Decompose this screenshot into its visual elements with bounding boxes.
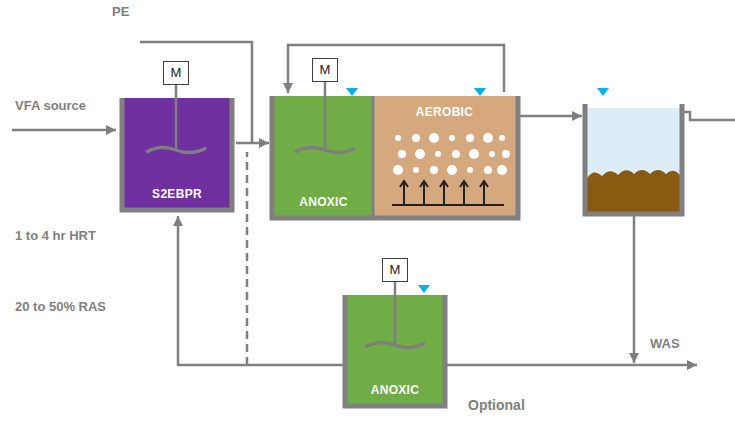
- stream-label: VFA source: [15, 98, 86, 113]
- flow-line: [236, 142, 269, 145]
- tank-fill: [124, 98, 230, 208]
- air-bubble: [435, 151, 441, 157]
- air-bubble: [429, 133, 439, 143]
- mixer-shaft: [324, 96, 327, 150]
- air-bubble: [467, 167, 473, 173]
- air-bubble: [449, 135, 455, 141]
- mixer-motor: M: [163, 61, 189, 85]
- air-bubbles: [393, 133, 510, 175]
- mixer-shaft: [175, 98, 178, 150]
- mixed-liquor-line: [520, 115, 582, 118]
- air-bubble: [499, 135, 505, 141]
- air-bubble: [483, 133, 493, 143]
- tank-fill: [347, 295, 443, 404]
- flow-line: [288, 45, 504, 93]
- air-bubble: [502, 150, 510, 158]
- air-bubble: [497, 165, 507, 175]
- clarifier-water: [587, 108, 680, 212]
- ras-line: [177, 216, 180, 366]
- node-label: AEROBIC: [416, 106, 473, 120]
- underflow-line: [633, 216, 636, 363]
- node-label: ANOXIC: [299, 196, 347, 210]
- water-level: [597, 88, 609, 96]
- air-bubble: [469, 149, 479, 159]
- anoxic-zone: ANOXIC: [274, 96, 373, 216]
- air-bubble: [484, 166, 492, 174]
- mixer-impeller: [146, 147, 206, 152]
- stream-label: WAS: [650, 336, 680, 351]
- node-label: ANOXIC: [371, 384, 419, 398]
- node-label: M: [171, 66, 182, 81]
- mixer-shaft: [394, 295, 397, 345]
- sludge-blanket: [587, 170, 680, 212]
- node-label: S2EBPR: [152, 188, 202, 202]
- air-arrow: [440, 181, 448, 204]
- air-bubble: [413, 167, 419, 173]
- vfa-line: [12, 129, 116, 132]
- mixer-motor: M: [312, 58, 338, 82]
- diffuser-header: [392, 204, 504, 206]
- s2ebpr-tank: S2EBPR: [124, 98, 230, 208]
- air-bubble: [489, 151, 495, 157]
- tank-fill: [274, 96, 373, 216]
- water-level: [346, 88, 358, 96]
- tank-wall: [122, 98, 232, 210]
- mixer-shaft: [324, 82, 327, 96]
- air-bubble: [395, 135, 401, 141]
- air-bubble: [466, 134, 474, 142]
- ras-note: 20 to 50% RAS: [15, 299, 106, 314]
- optional-note: Optional: [468, 397, 525, 413]
- tank-baffle: [372, 96, 375, 216]
- air-arrows: [400, 181, 488, 204]
- clarifier-wall: [585, 104, 682, 214]
- mixer-shaft: [394, 282, 397, 295]
- tank-fill: [373, 96, 516, 216]
- air-bubble: [452, 150, 460, 158]
- effluent-line: [682, 112, 735, 120]
- air-bubble: [447, 165, 457, 175]
- air-bubble: [398, 150, 406, 158]
- anoxic-tank: ANOXIC: [347, 295, 443, 404]
- water-level: [418, 285, 430, 293]
- air-arrow: [480, 181, 488, 204]
- mixer-impeller: [365, 342, 425, 347]
- air-arrow: [420, 181, 428, 204]
- air-arrow: [460, 181, 468, 204]
- mixer-shaft: [175, 85, 178, 98]
- air-bubble: [430, 166, 438, 174]
- water-level: [474, 88, 486, 96]
- air-bubble: [393, 165, 403, 175]
- air-bubble: [412, 134, 420, 142]
- tank-wall: [272, 96, 518, 218]
- bypass-line: [246, 152, 249, 365]
- aerobic-zone: AEROBIC: [373, 96, 516, 216]
- tank-wall: [345, 295, 445, 406]
- mixer-motor: M: [382, 258, 408, 282]
- mixer-impeller: [295, 147, 355, 152]
- node-label: M: [390, 263, 401, 278]
- hrt-note: 1 to 4 hr HRT: [15, 228, 96, 243]
- node-label: M: [320, 63, 331, 78]
- air-arrow: [400, 181, 408, 204]
- stream-label: PE: [112, 4, 129, 19]
- air-bubble: [415, 149, 425, 159]
